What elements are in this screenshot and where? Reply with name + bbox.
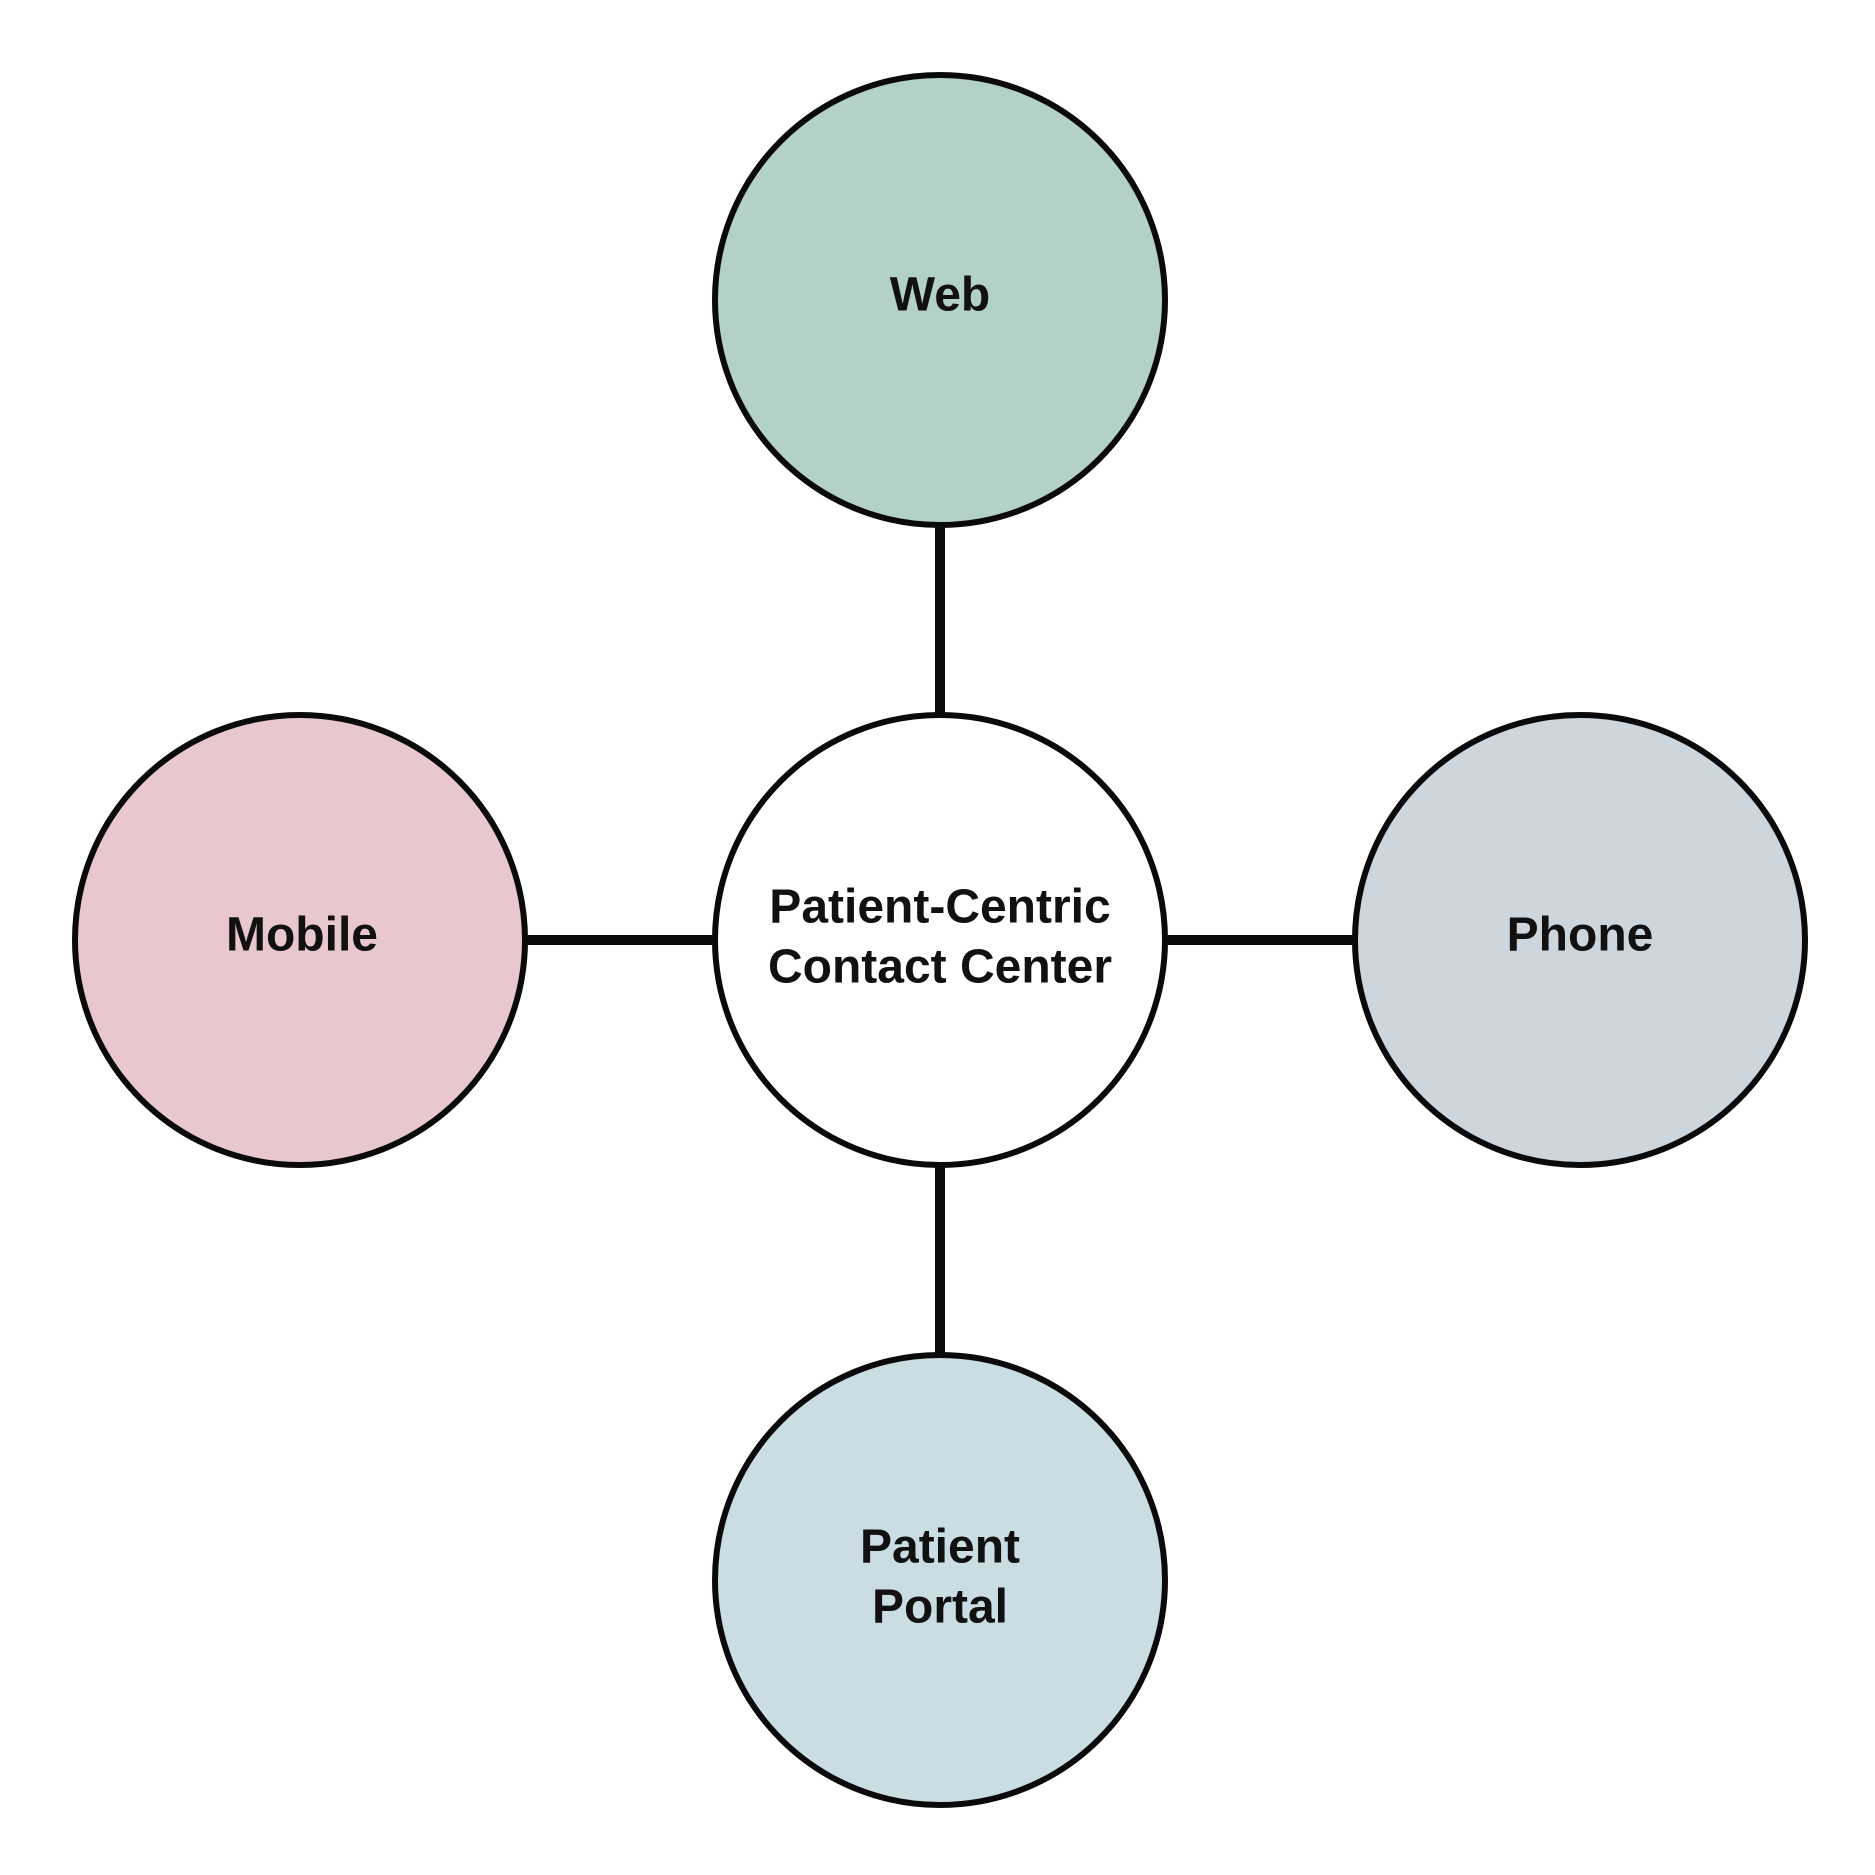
node-phone: Phone [1352,712,1808,1168]
center-node: Patient-Centric Contact Center [712,712,1168,1168]
node-patient-portal: Patient Portal [712,1352,1168,1808]
node-mobile-label: Mobile [226,909,378,962]
node-web-label: Web [890,269,990,322]
center-node-label-line1: Patient-Centric [769,881,1110,934]
node-mobile: Mobile [72,712,528,1168]
node-portal-label-line1: Patient [860,1521,1020,1574]
node-phone-label: Phone [1507,909,1654,962]
node-portal-label-line2: Portal [872,1581,1008,1634]
center-node-label-line2: Contact Center [768,941,1112,994]
node-web: Web [712,72,1168,528]
